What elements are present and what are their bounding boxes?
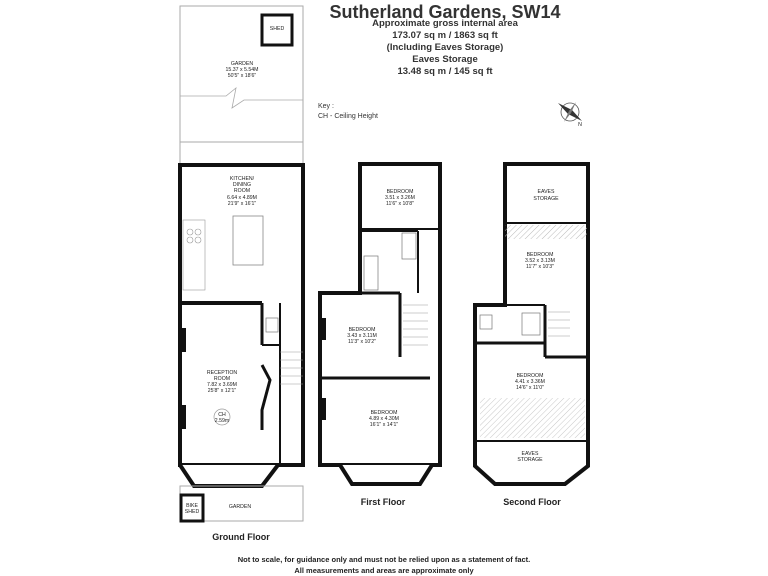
second-bedroom-front-label: BEDROOM [517,373,544,379]
ground-floor-plan [178,5,305,523]
second-bedroom-rear-dim-metric: 3.52 x 3.13M [525,258,555,264]
shed-label: SHED [270,26,285,32]
ceiling-height-value: 2.59m [215,418,229,424]
second-eaves-rear-label-2: STORAGE [533,196,559,202]
garden-label: GARDEN [231,61,253,67]
second-eaves-front-label-1: EAVES [522,451,539,457]
second-bedroom-rear-label: BEDROOM [527,252,554,258]
first-bedroom-rear-label: BEDROOM [387,189,414,195]
compass-label: N [578,122,582,128]
first-floor-label: First Floor [361,497,406,507]
kitchen-label-2: DINING [233,182,251,188]
second-floor-label: Second Floor [503,497,561,507]
disclaimer-line-1: Not to scale, for guidance only and must… [237,555,531,564]
first-bedroom-front-dim-metric: 4.89 x 4.30M [369,416,399,422]
area-line-2: 173.07 sq m / 1863 sq ft [392,30,498,41]
second-floor-plan [473,162,590,486]
second-bedroom-front-dim-imperial: 14'6" x 11'0" [516,385,544,391]
key-entry: CH - Ceiling Height [318,113,378,120]
area-line-3: (Including Eaves Storage) [386,42,504,53]
compass-icon: N [558,102,582,128]
first-bedroom-rear-dim-imperial: 11'6" x 10'8" [386,201,414,207]
kitchen-label-1: KITCHEN/ [230,176,255,182]
garden-dim-metric: 15.37 x 5.54M [226,67,259,73]
first-bedroom-front-label: BEDROOM [371,410,398,416]
first-floor-plan [318,162,442,486]
reception-dim-imperial: 25'8" x 12'1" [208,388,237,394]
second-bedroom-rear-dim-imperial: 11'7" x 10'3" [526,264,554,270]
ceiling-height-label: CH [218,412,226,418]
second-eaves-rear-label-1: EAVES [538,189,555,195]
property-title: Sutherland Gardens, SW14 [329,2,561,22]
reception-dim-metric: 7.82 x 3.69M [207,382,237,388]
second-bedroom-front-dim-metric: 4.41 x 3.36M [515,379,545,385]
garden-dim-imperial: 50'5" x 18'6" [228,73,257,79]
second-eaves-front-label-2: STORAGE [517,457,543,463]
area-line-4: Eaves Storage [412,54,478,65]
area-line-1: Approximate gross internal area [372,18,518,29]
disclaimer-line-2: All measurements and areas are approxima… [294,566,474,575]
reception-label-2: ROOM [214,376,230,382]
kitchen-dim-metric: 6.64 x 4.89M [227,195,257,201]
front-garden-label: GARDEN [229,504,251,510]
ground-floor-label: Ground Floor [212,532,270,542]
bike-shed-label-1: BIKE [186,503,198,509]
kitchen-label-3: ROOM [234,188,250,194]
first-bedroom-mid-dim-metric: 3.43 x 3.11M [347,333,377,339]
area-line-5: 13.48 sq m / 145 sq ft [397,66,493,77]
first-bedroom-mid-dim-imperial: 11'3" x 10'2" [348,339,376,345]
first-bedroom-rear-dim-metric: 3.51 x 3.26M [385,195,415,201]
bike-shed-label-2: SHED [185,509,200,515]
key-heading: Key : [318,103,334,110]
first-bedroom-front-dim-imperial: 16'1" x 14'1" [370,422,399,428]
first-bedroom-mid-label: BEDROOM [349,327,376,333]
kitchen-dim-imperial: 21'9" x 16'1" [228,201,257,207]
reception-label-1: RECEPTION [207,370,238,376]
